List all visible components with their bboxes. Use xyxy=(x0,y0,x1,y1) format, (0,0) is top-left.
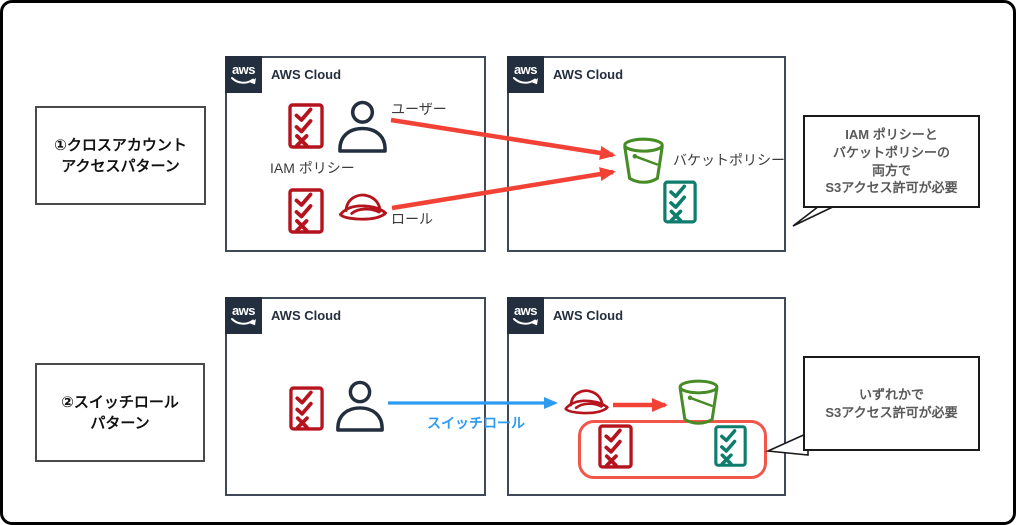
cloud-title: AWS Cloud xyxy=(271,308,342,323)
pattern-2-label: ②スイッチロール パターン xyxy=(61,393,179,432)
aws-logo-badge: aws xyxy=(225,297,262,334)
aws-logo-text: aws xyxy=(513,303,538,318)
aws-logo-text: aws xyxy=(231,303,256,318)
callout-both-required-text: IAM ポリシーと バケットポリシーの 両方で S3アクセス許可が必要 xyxy=(825,127,958,196)
callout-either-required: いずれかで S3アクセス許可が必要 xyxy=(803,356,980,451)
cloud-box-top-left xyxy=(225,56,486,252)
cloud-title: AWS Cloud xyxy=(553,67,624,82)
bucket-policy-label: バケットポリシー xyxy=(673,152,785,168)
aws-smile-icon xyxy=(230,318,256,326)
callout-both-required: IAM ポリシーと バケットポリシーの 両方で S3アクセス許可が必要 xyxy=(803,115,980,208)
switch-role-label: スイッチロール xyxy=(427,415,525,431)
aws-logo-text: aws xyxy=(513,62,538,77)
aws-logo-badge: aws xyxy=(507,56,544,93)
callout-either-required-text: いずれかで S3アクセス許可が必要 xyxy=(825,386,958,420)
aws-smile-icon xyxy=(512,318,538,326)
user-label: ユーザー xyxy=(391,101,447,117)
aws-smile-icon xyxy=(512,77,538,85)
aws-logo-text: aws xyxy=(231,62,256,77)
pattern-2-label-box: ②スイッチロール パターン xyxy=(35,363,205,462)
aws-logo-badge: aws xyxy=(507,297,544,334)
aws-smile-icon xyxy=(230,77,256,85)
role-label: ロール xyxy=(391,211,433,227)
pattern-1-label: ①クロスアカウント アクセスパターン xyxy=(54,136,187,175)
cloud-title: AWS Cloud xyxy=(553,308,624,323)
pattern-1-label-box: ①クロスアカウント アクセスパターン xyxy=(35,106,206,205)
iam-policy-label: IAM ポリシー xyxy=(270,160,355,176)
aws-logo-badge: aws xyxy=(225,56,262,93)
cloud-title: AWS Cloud xyxy=(271,67,342,82)
policy-group-outline xyxy=(578,420,767,479)
cloud-box-bottom-left xyxy=(225,297,486,496)
